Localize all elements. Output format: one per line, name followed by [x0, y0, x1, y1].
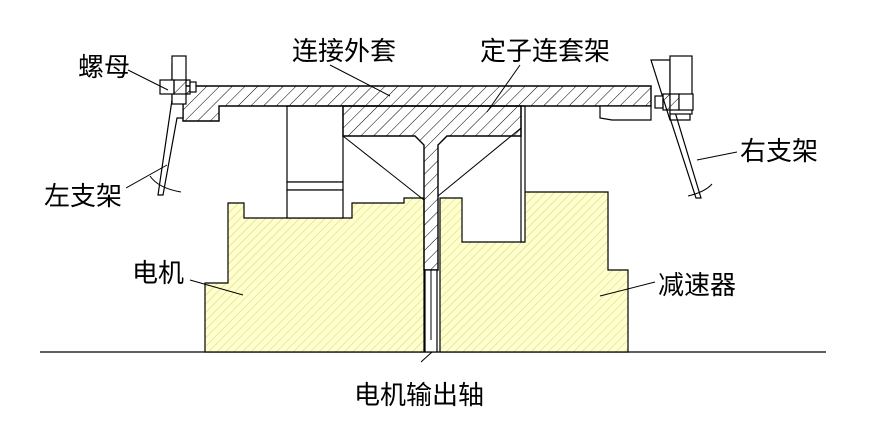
label-stator-connect-frame: 定子连套架	[480, 37, 610, 67]
stator-connect-frame	[342, 105, 522, 271]
right-support-line	[437, 127, 522, 197]
label-reducer: 减速器	[658, 271, 736, 301]
coupling-block	[286, 105, 344, 219]
leader-right-bracket	[696, 151, 738, 161]
right-boss	[599, 105, 652, 121]
leader-left-bracket	[125, 164, 168, 189]
leader-motor	[189, 279, 244, 296]
leader-motor-output-shaft	[420, 351, 433, 363]
leader-reducer	[599, 281, 656, 297]
right-nut	[654, 93, 694, 111]
label-right-bracket: 右支架	[740, 137, 818, 167]
leader-stator-connect-frame	[486, 64, 521, 113]
left-bracket-break	[149, 175, 182, 193]
left-nut	[159, 79, 197, 95]
label-motor: 电机	[132, 259, 184, 289]
connect-outer-sleeve	[182, 85, 652, 122]
leader-nut	[127, 69, 169, 91]
leader-connect-outer-sleeve	[329, 64, 391, 97]
reducer-body	[439, 191, 629, 353]
label-nut: 螺母	[78, 53, 130, 83]
label-connect-outer-sleeve: 连接外套	[292, 37, 396, 67]
right-bracket-break	[687, 183, 713, 197]
label-motor-output-shaft: 电机输出轴	[354, 381, 484, 411]
label-left-bracket: 左支架	[44, 182, 122, 212]
left-support-line	[342, 135, 425, 201]
motor-body	[204, 197, 425, 353]
